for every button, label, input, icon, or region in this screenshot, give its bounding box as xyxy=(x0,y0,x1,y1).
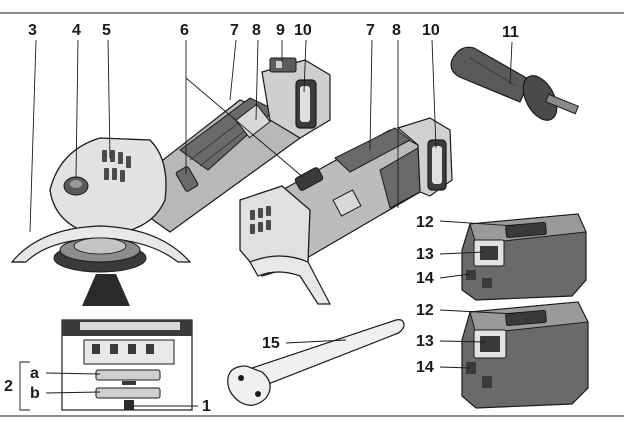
callout-5: 5 xyxy=(102,22,111,39)
grinder-middle-grip-top xyxy=(334,127,411,173)
flange-detail xyxy=(61,319,193,411)
leader-12b xyxy=(439,309,517,315)
callout-2: 2 xyxy=(4,378,13,395)
zoom-pointer xyxy=(82,274,130,306)
grinder-left-release-10-face xyxy=(300,86,310,122)
grinder-middle-label-plate xyxy=(332,189,362,217)
battery-small-indicator-14b xyxy=(482,278,492,288)
battery-large xyxy=(461,301,589,409)
grinder-middle xyxy=(239,117,453,305)
flange-detail-part-a xyxy=(95,369,161,381)
callout-6: 6 xyxy=(180,22,189,39)
callout-8-left: 8 xyxy=(252,22,261,39)
grinder-middle-vents xyxy=(250,206,271,234)
grinder-left-guard xyxy=(10,225,192,263)
grinder-left-label-plate xyxy=(235,103,271,139)
grinder-left-vents xyxy=(102,150,131,182)
leader-11 xyxy=(509,41,513,85)
spanner-shaft xyxy=(245,319,405,389)
callout-3: 3 xyxy=(28,22,37,39)
leader-14b xyxy=(439,366,471,369)
callout-9: 9 xyxy=(276,22,285,39)
spanner-pin-1 xyxy=(238,375,244,381)
leader-12a xyxy=(439,220,517,227)
flange-detail-part-b xyxy=(95,387,161,399)
leader-3 xyxy=(29,39,37,233)
leader-7a xyxy=(229,39,237,101)
bracket-2 xyxy=(19,361,30,411)
grinder-left-flange-inner xyxy=(73,237,127,255)
callout-7-middle: 7 xyxy=(366,22,375,39)
battery-small-latch-13-button xyxy=(480,246,498,260)
callout-1: 1 xyxy=(202,398,211,415)
leader-5 xyxy=(107,39,111,159)
leader-b xyxy=(45,391,101,394)
callout-10-middle: 10 xyxy=(422,22,440,39)
callout-14-upper: 14 xyxy=(416,270,434,287)
leader-a xyxy=(45,372,101,375)
callout-10-left: 10 xyxy=(294,22,312,39)
callout-b: b xyxy=(30,385,40,402)
aux-handle-thread xyxy=(545,93,579,115)
callout-8-middle: 8 xyxy=(392,22,401,39)
grinder-middle-switch xyxy=(294,167,324,191)
battery-large-indicator-14 xyxy=(466,362,476,374)
leader-14a xyxy=(439,273,471,279)
leader-10a xyxy=(303,39,307,93)
flange-detail-top-bar-highlight xyxy=(80,322,180,330)
leader-13a xyxy=(439,251,485,255)
leader-lines xyxy=(29,39,517,407)
callout-11: 11 xyxy=(502,24,519,41)
aux-handle-grip-line xyxy=(469,57,517,87)
battery-small xyxy=(461,213,587,301)
callout-7-left: 7 xyxy=(230,22,239,39)
leader-8a xyxy=(255,39,259,121)
callout-12-lower: 12 xyxy=(416,302,434,319)
grinder-left-spindle-lock-top xyxy=(70,180,82,188)
leader-7b xyxy=(369,39,373,151)
grinder-middle-guard xyxy=(249,255,331,305)
leader-10b xyxy=(431,39,437,149)
callout-4: 4 xyxy=(72,22,81,39)
battery-large-latch-13-button xyxy=(480,336,500,352)
grinder-left-switch-9 xyxy=(269,57,297,73)
spanner-wrench xyxy=(227,319,405,406)
flange-detail-nut xyxy=(124,400,134,410)
leader-13b xyxy=(439,340,487,343)
leader-6-right xyxy=(185,77,305,179)
flange-detail-notches xyxy=(92,344,154,354)
callout-labels: 3 4 5 6 7 8 9 10 7 8 10 11 12 13 14 12 1… xyxy=(4,22,519,415)
auxiliary-handle xyxy=(450,46,579,121)
grinder-middle-release-10-face xyxy=(432,146,442,184)
spanner-pin-2 xyxy=(255,391,261,397)
callout-13-lower: 13 xyxy=(416,333,434,350)
grinder-left-aux-handle-socket xyxy=(175,166,199,192)
callout-15: 15 xyxy=(262,335,280,352)
callout-12-upper: 12 xyxy=(416,214,434,231)
leader-4 xyxy=(75,39,79,179)
callout-a: a xyxy=(30,365,39,382)
aux-handle-guard-disc xyxy=(522,75,558,121)
battery-small-indicator-14 xyxy=(466,270,476,280)
grinder-left xyxy=(10,57,331,273)
callout-13-upper: 13 xyxy=(416,246,434,263)
flange-detail-gap xyxy=(122,381,136,385)
grinder-left-switch-9-button xyxy=(276,61,282,68)
callout-14-lower: 14 xyxy=(416,359,434,376)
battery-large-indicator-14b xyxy=(482,376,492,388)
leader-15 xyxy=(285,339,347,344)
